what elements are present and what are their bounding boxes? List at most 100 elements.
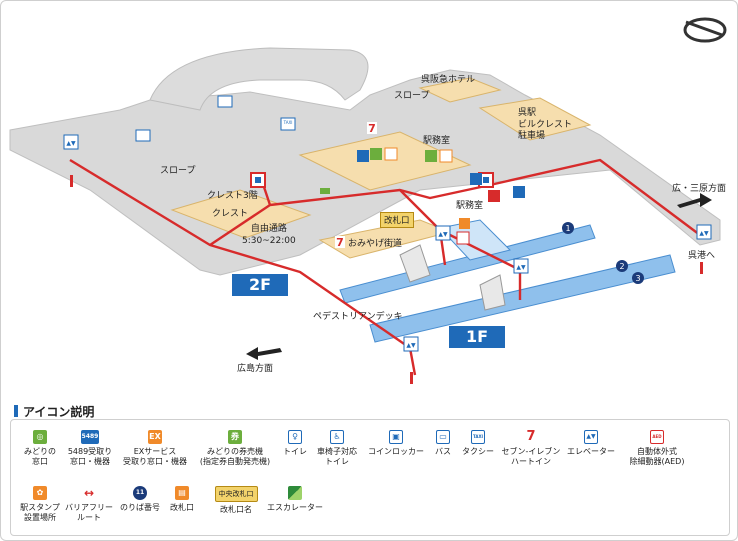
platform-number-label: 1 bbox=[565, 224, 570, 233]
toilet-icon: ♀ bbox=[288, 430, 302, 444]
elevator-icon: ▲▼ bbox=[403, 336, 419, 352]
legend-item: 中央改札口改札口名 bbox=[206, 486, 266, 515]
toilet-icon bbox=[488, 190, 500, 202]
jr-logo-icon bbox=[683, 17, 727, 43]
aed-icon: AED bbox=[650, 430, 664, 444]
coin-locker-icon: ▣ bbox=[389, 430, 403, 444]
platform-2-3 bbox=[369, 254, 676, 343]
platform-number-label: 2 bbox=[619, 262, 624, 271]
bus-icon bbox=[135, 129, 151, 142]
elevator-icon: ▲▼ bbox=[63, 134, 79, 150]
elevator-icon: ▲▼ bbox=[435, 225, 451, 241]
omiyage-label: おみやげ街道 bbox=[348, 239, 403, 249]
crest-area bbox=[170, 189, 312, 239]
escalator-icon bbox=[288, 486, 302, 500]
station-stamp-icon bbox=[459, 218, 470, 229]
legend-item: ▤改札口 bbox=[170, 486, 194, 512]
5489-icon bbox=[357, 150, 369, 162]
station-office-area bbox=[298, 131, 472, 191]
barrier-free-route-icon bbox=[700, 262, 703, 274]
to-hiroshima-label: 広島方面 bbox=[237, 364, 274, 374]
platform-number-2: 2 bbox=[616, 260, 628, 272]
slope-left-label: スロープ bbox=[160, 166, 196, 176]
gate-name-tag: 改札口 bbox=[380, 212, 414, 228]
green-window-icon bbox=[370, 148, 382, 160]
legend-item: ♿車椅子対応 トイレ bbox=[317, 430, 357, 466]
platform-number-label: 3 bbox=[635, 274, 640, 283]
to-kure-port-label: 呉港へ bbox=[688, 251, 716, 261]
svg-text:▲▼: ▲▼ bbox=[516, 264, 526, 271]
5489-icon: 5489 bbox=[81, 430, 99, 444]
coin-locker-icon bbox=[250, 172, 266, 188]
seven-eleven-icon: 7 bbox=[367, 122, 377, 135]
ticket-gate-icon: ▤ bbox=[175, 486, 189, 500]
svg-text:7: 7 bbox=[368, 122, 376, 135]
crest3-label: クレスト3階 bbox=[207, 191, 258, 201]
floor-2f-badge: 2F bbox=[232, 274, 288, 296]
arrow-left-icon bbox=[246, 347, 282, 360]
platform-number-1: 1 bbox=[562, 222, 574, 234]
pedestrian-deck-label: ペデストリアンデッキ bbox=[313, 312, 403, 322]
ticket-machine-icon bbox=[425, 150, 437, 162]
gate-name-icon: 中央改札口 bbox=[214, 486, 258, 502]
ex-service-icon bbox=[384, 147, 398, 161]
taxi-icon: TAXI bbox=[280, 117, 296, 131]
barrier-free-route-icon bbox=[70, 175, 73, 187]
legend-item: エスカレーター bbox=[266, 486, 324, 513]
legend-item: ↔バリアフリー ルート bbox=[65, 486, 113, 522]
passage-label: 自由通路 5:30~22:00 bbox=[242, 224, 296, 246]
elevator-icon: ▲▼ bbox=[584, 430, 598, 444]
stairs-icon bbox=[399, 244, 431, 283]
wheelchair-toilet-icon: ♿ bbox=[330, 430, 344, 444]
hotel-label: 呉阪急ホテル bbox=[421, 75, 476, 85]
svg-text:▲▼: ▲▼ bbox=[406, 342, 416, 349]
ex-service-icon: EX bbox=[148, 430, 162, 444]
svg-text:7: 7 bbox=[336, 236, 344, 249]
svg-text:▲▼: ▲▼ bbox=[699, 230, 709, 237]
legend-item: ✿駅スタンプ 設置場所 bbox=[20, 486, 60, 522]
stairs-icon bbox=[479, 274, 506, 311]
station-stamp-icon: ✿ bbox=[33, 486, 47, 500]
legend-item: ▭バス bbox=[435, 430, 451, 456]
seven-eleven-icon: 7 bbox=[526, 429, 536, 444]
platform-number-icon: 11 bbox=[133, 486, 147, 500]
legend-item: ▲▼エレベーター bbox=[566, 430, 616, 457]
ex-service-icon bbox=[439, 149, 453, 163]
elevator-icon: ▲▼ bbox=[696, 224, 712, 240]
barrier-free-route-icon bbox=[410, 372, 413, 384]
bus-icon: ▭ bbox=[436, 430, 450, 444]
platform-number-3: 3 bbox=[632, 272, 644, 284]
to-hiro-mihara-label: 広・三原方面 bbox=[672, 184, 727, 194]
taxi-icon: TAXI bbox=[471, 430, 485, 444]
svg-text:TAXI: TAXI bbox=[283, 120, 293, 125]
arrow-right-icon bbox=[677, 193, 712, 208]
bus-icon bbox=[217, 95, 233, 108]
svg-text:▲▼: ▲▼ bbox=[438, 231, 448, 238]
station-floor-map: 1 2 3 ▲▼ ▲▼ ▲▼ ▲▼ ▲▼ TAXI 7 7 bbox=[9, 17, 727, 384]
floor-1f-badge: 1F bbox=[449, 326, 505, 348]
legend-item: 券みどりの券売機 (指定券自動発売機) bbox=[199, 430, 271, 466]
legend-box bbox=[10, 419, 730, 536]
wheelchair-icon bbox=[513, 186, 525, 198]
toilet-icon bbox=[470, 173, 482, 185]
svg-text:▲▼: ▲▼ bbox=[66, 140, 76, 147]
hotel-area bbox=[418, 77, 502, 103]
slope-ramp bbox=[149, 47, 369, 111]
legend-title: アイコン説明 bbox=[14, 403, 94, 420]
legend-item: ♀トイレ bbox=[283, 430, 307, 456]
escalator-icon bbox=[320, 188, 330, 194]
elevator-icon: ▲▼ bbox=[513, 258, 529, 274]
slope-top-label: スロープ bbox=[394, 91, 430, 101]
barrier-free-route-icon: ↔ bbox=[83, 486, 95, 500]
ticket-machine-icon: 券 bbox=[228, 430, 242, 444]
seven-eleven-icon: 7 bbox=[335, 236, 345, 249]
aed-icon bbox=[456, 231, 470, 245]
legend-item: ▣コインロッカー bbox=[368, 430, 424, 456]
green-window-icon: ◎ bbox=[33, 430, 47, 444]
